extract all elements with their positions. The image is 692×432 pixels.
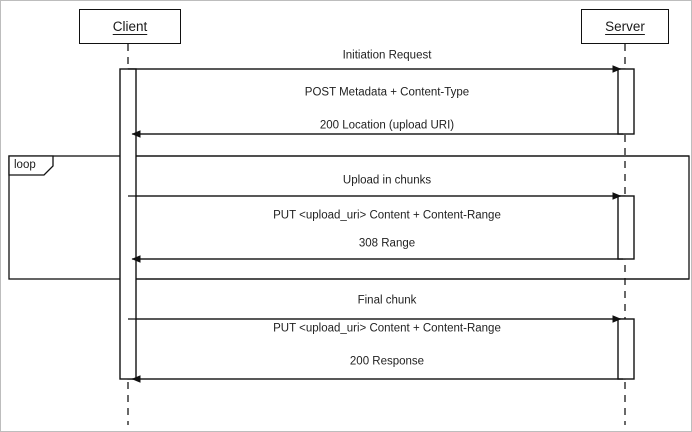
message-label-200-response: 200 Response [349, 355, 425, 368]
participant-client[interactable]: Client [79, 9, 181, 44]
message-label-put-final-chunk: PUT <upload_uri> Content + Content-Range [273, 322, 501, 335]
message-label-final-chunk: Final chunk [357, 294, 417, 307]
section-separators [128, 155, 689, 280]
message-label-post-metadata: POST Metadata + Content-Type [304, 86, 470, 99]
message-label-200-location: 200 Location (upload URI) [319, 119, 455, 132]
loop-fragment-tab [8, 155, 54, 176]
message-label-upload-in-chunks: Upload in chunks [342, 174, 432, 187]
activation-bars [119, 68, 635, 380]
participant-client-label: Client [112, 18, 148, 34]
message-label-308-range: 308 Range [358, 237, 416, 250]
activation-client [119, 68, 137, 380]
message-arrows [128, 65, 623, 383]
message-label-put-chunk: PUT <upload_uri> Content + Content-Range [273, 209, 501, 222]
loop-fragment-label: loop [14, 159, 36, 171]
participant-server-label: Server [605, 18, 645, 34]
participant-server[interactable]: Server [581, 9, 669, 44]
activation-server-1 [617, 68, 635, 135]
lifelines [127, 44, 626, 425]
message-label-initiation-request: Initiation Request [342, 49, 432, 62]
activation-server-3 [617, 318, 635, 380]
activation-server-2 [617, 195, 635, 260]
